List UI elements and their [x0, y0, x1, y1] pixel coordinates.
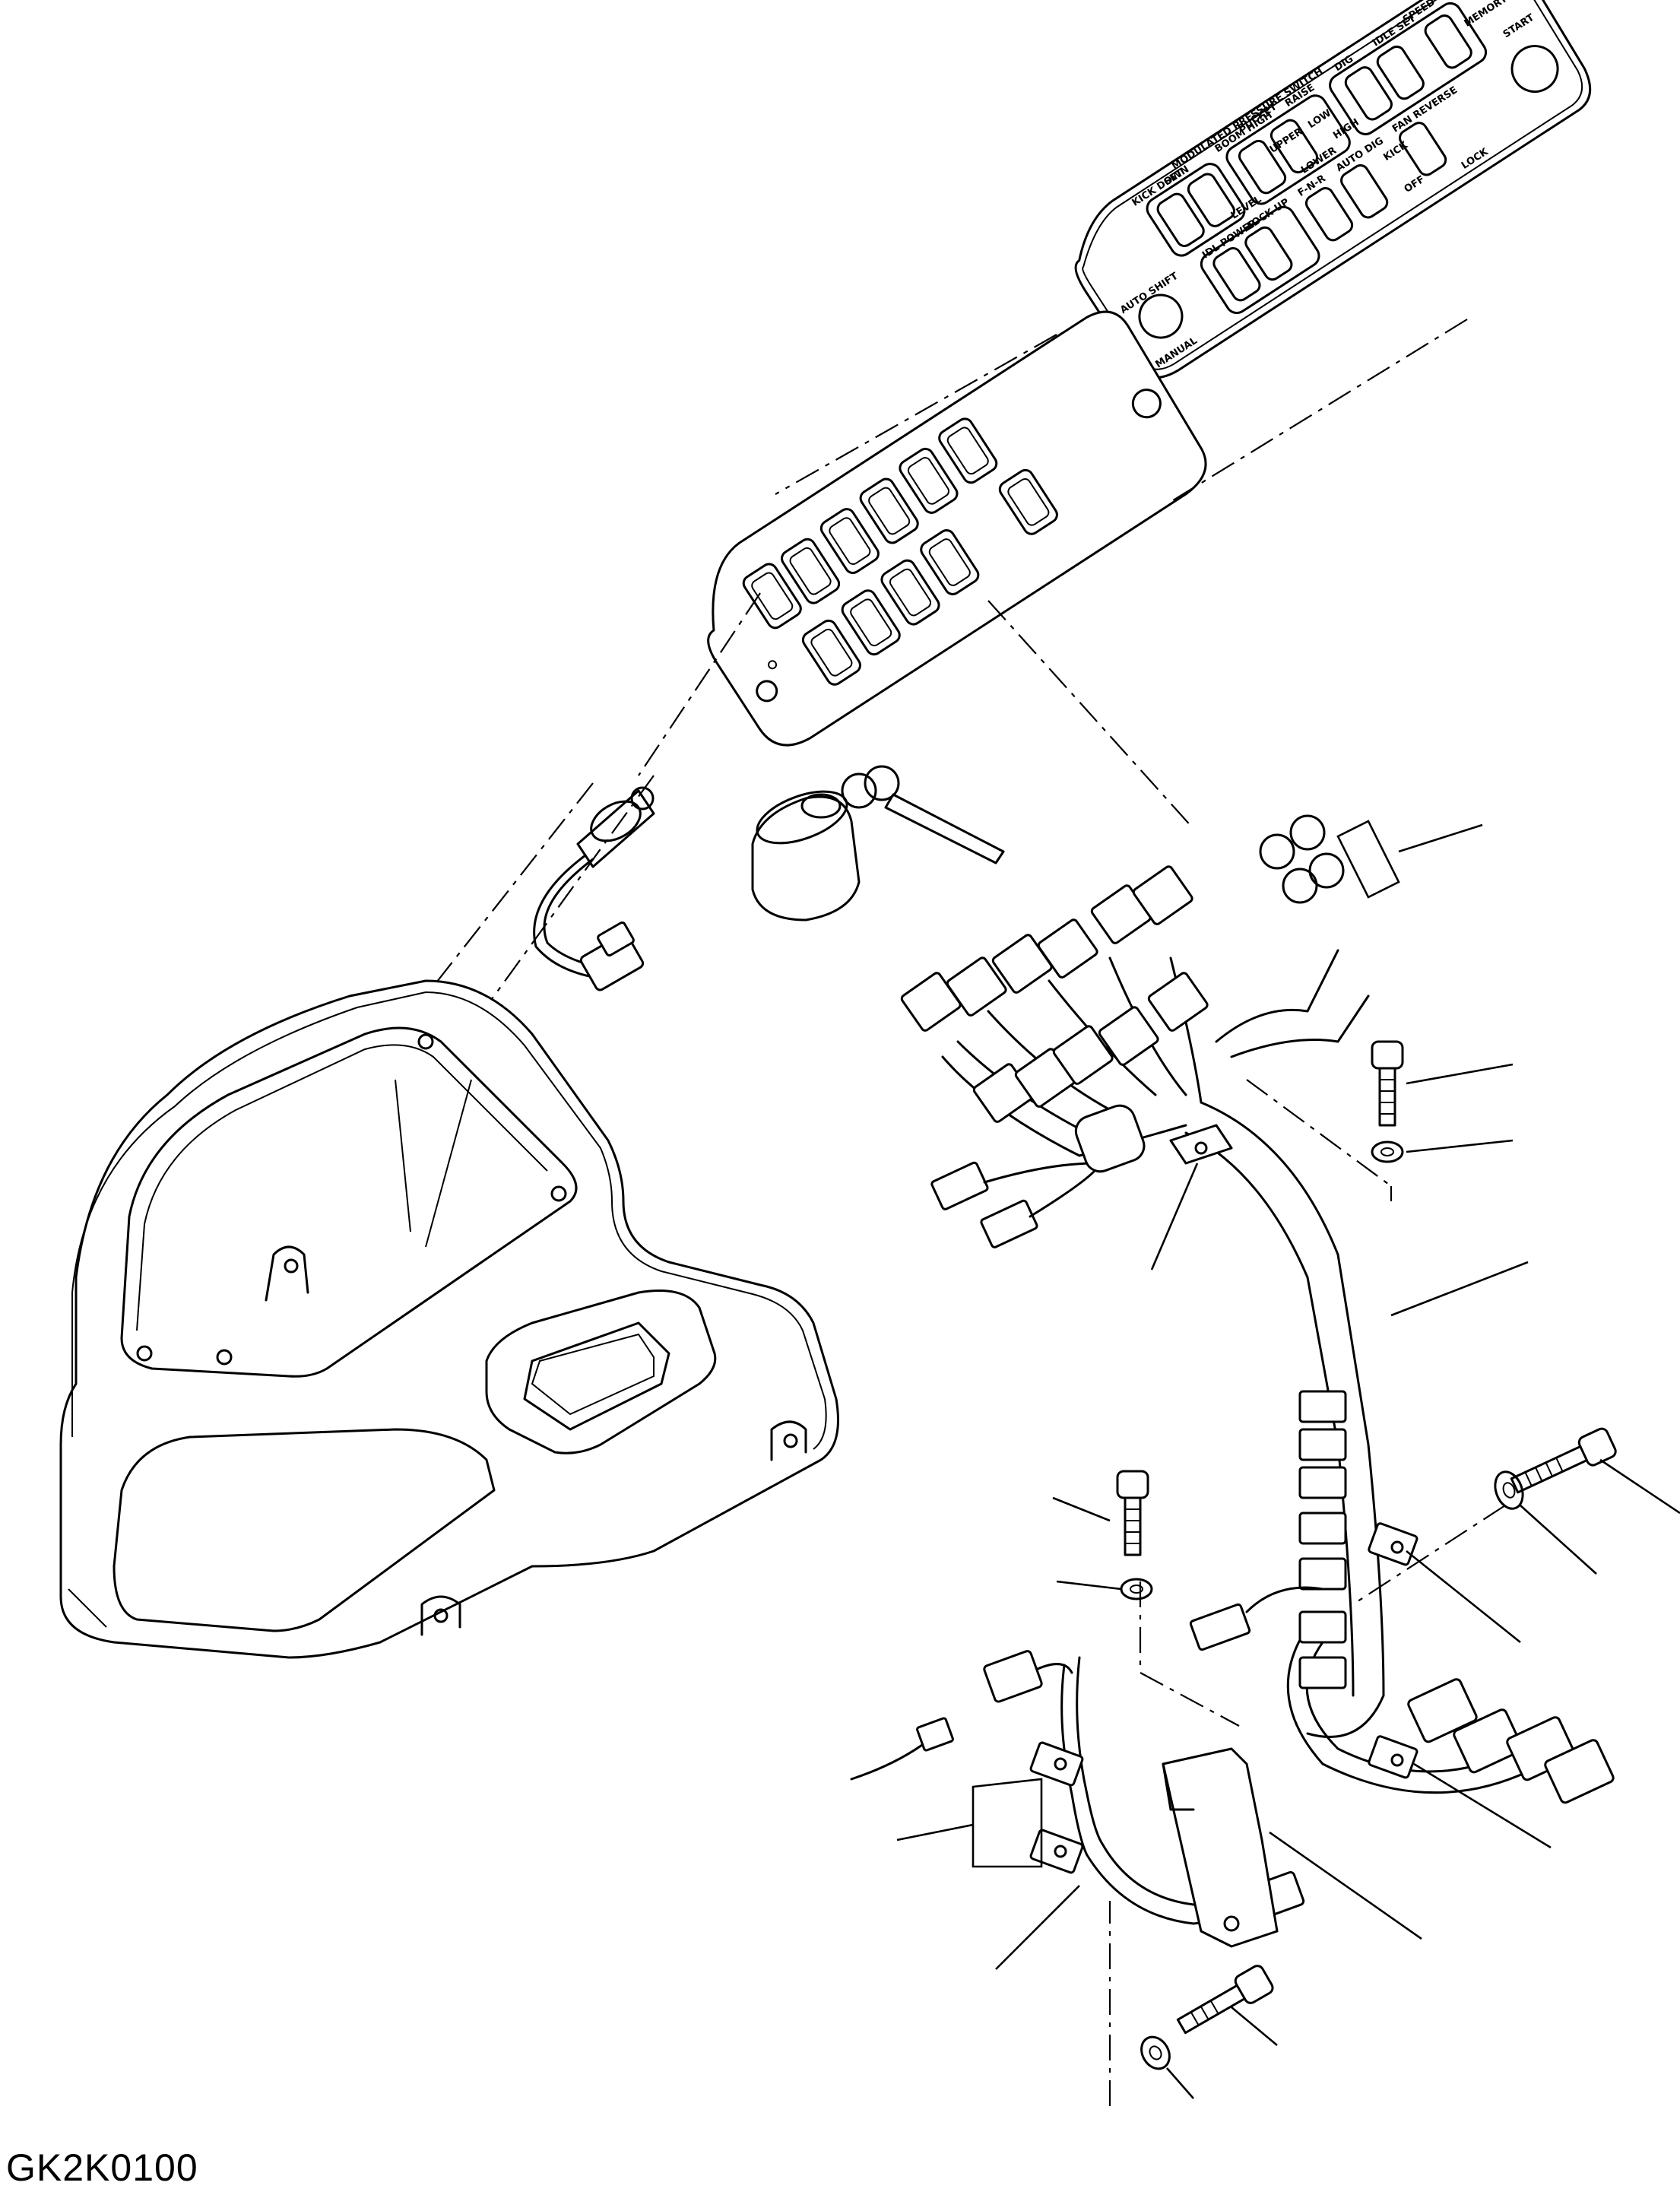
sub-harness — [850, 1650, 1305, 1925]
key-switch — [751, 765, 1005, 922]
leader-lines — [896, 820, 1680, 2099]
console-housing — [59, 979, 839, 1659]
wiring-harness — [900, 814, 1615, 1804]
drawing-code: GK2K0100 — [6, 2146, 198, 2189]
fasteners — [1116, 1040, 1617, 2070]
switch-label-panel: AUTO SHIFT MANUAL IDL POWER LOCK UP F-N-… — [1074, 0, 1592, 379]
rotary-switch — [533, 786, 655, 991]
bracket — [1162, 1747, 1279, 1948]
switch-plate — [707, 310, 1207, 747]
